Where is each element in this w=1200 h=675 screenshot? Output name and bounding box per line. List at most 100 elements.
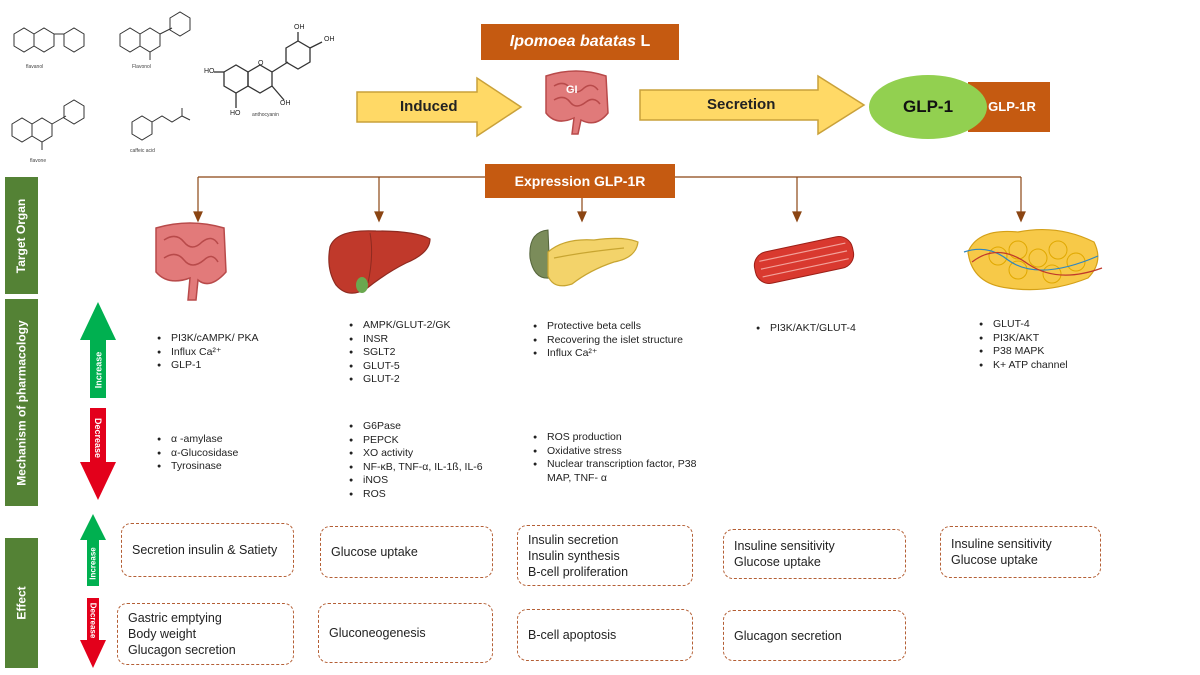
list-item: Protective beta cells — [533, 320, 683, 334]
list-item: NF-κB, TNF-α, IL-1ß, IL-6 — [349, 461, 483, 475]
mechanism-decrease-intestine: α -amylase α-Glucosidase Tyrosinase — [157, 433, 238, 474]
flavanol-structure — [13, 27, 85, 53]
list-item: SGLT2 — [349, 346, 451, 360]
effect-decrease-arrow — [80, 598, 106, 668]
list-item: Recovering the islet structure — [533, 334, 683, 348]
secretion-label: Secretion — [707, 96, 776, 113]
flavonol-label: Flavonol — [132, 64, 151, 70]
list-item: α-Glucosidase — [157, 447, 238, 461]
effect-text: Glucose uptake — [734, 555, 821, 569]
effect-decrease-text: Decrease — [88, 602, 98, 638]
plant-title: Ipomoea batatas L — [481, 24, 679, 60]
effect-increase-text: Increase — [88, 546, 98, 580]
gi-label: GI — [566, 84, 578, 96]
list-item: G6Pase — [349, 420, 483, 434]
flavanol-label: flavanol — [26, 64, 44, 70]
glp1r-label: GLP-1R — [988, 99, 1036, 114]
list-item: XO activity — [349, 447, 483, 461]
mechanism-increase-arrow — [80, 302, 116, 398]
target-organ-label: Target Organ — [14, 198, 29, 273]
effect-decrease-intestine: Gastric emptying Body weight Glucagon se… — [117, 603, 294, 665]
list-item: INSR — [349, 333, 451, 347]
effect-decrease-liver: Gluconeogenesis — [318, 603, 493, 663]
effect-text: B-cell proliferation — [528, 564, 629, 579]
anthocyanin-oh-1: OH — [280, 100, 291, 107]
mechanism-increase-adipose: GLUT-4 PI3K/AKT P38 MAPK K+ ATP channel — [979, 318, 1068, 372]
effect-increase-arrow — [80, 514, 106, 586]
mechanism-increase-intestine: PI3K/cAMPK/ PKA Influx Ca²⁺ GLP-1 — [157, 332, 259, 373]
mechanism-increase-pancreas: Protective beta cells Recovering the isl… — [533, 320, 683, 361]
plant-species: Ipomoea batatas — [509, 33, 637, 50]
mechanism-decrease-arrow — [80, 408, 116, 500]
mechanism-decrease-text: Decrease — [93, 417, 104, 459]
list-item: Influx Ca²⁺ — [157, 346, 259, 360]
caffeic-acid-structure — [131, 108, 191, 141]
effect-decrease-pancreas: B-cell apoptosis — [517, 609, 693, 661]
mechanism-increase-text: Increase — [93, 351, 103, 389]
glp1-ellipse: GLP-1 — [869, 75, 987, 139]
flavone-structure — [11, 99, 85, 150]
liver-icon — [328, 230, 431, 294]
mechanism-increase-muscle: PI3K/AKT/GLUT-4 — [756, 322, 856, 336]
list-item: PEPCK — [349, 434, 483, 448]
plant-suffix: L — [640, 33, 651, 50]
effect-text: Insulin secretion — [528, 532, 619, 547]
effect-increase-liver: Glucose uptake — [320, 526, 493, 578]
mechanism-label: Mechanism of pharmacology — [14, 319, 29, 486]
list-item: P38 MAPK — [979, 345, 1068, 359]
induced-label: Induced — [400, 98, 458, 115]
effect-text: Insulin synthesis — [528, 548, 620, 563]
adipose-icon — [963, 228, 1103, 291]
effect-increase-muscle: Insuline sensitivity Glucose uptake — [723, 529, 906, 579]
glp1r-receptor-box: GLP-1R — [968, 82, 1050, 132]
flavonol-structure — [119, 11, 191, 60]
effect-text: Glucose uptake — [331, 545, 418, 559]
effect-increase-adipose: Insuline sensitivity Glucose uptake — [940, 526, 1101, 578]
expression-connectors — [193, 176, 1026, 223]
sidebar-target-organ: Target Organ — [5, 177, 38, 294]
list-item: K+ ATP channel — [979, 359, 1068, 373]
secretion-arrow — [639, 74, 866, 136]
effect-text: Gastric emptying — [128, 611, 222, 625]
gi-intestine-icon — [545, 70, 609, 135]
list-item: PI3K/AKT/GLUT-4 — [756, 322, 856, 336]
list-item: iNOS — [349, 474, 483, 488]
effect-text: Glucagon secretion — [734, 628, 842, 643]
effect-text: Insuline sensitivity — [734, 539, 835, 553]
mechanism-decrease-pancreas: ROS production Oxidative stress Nuclear … — [533, 431, 707, 485]
pancreas-icon — [529, 229, 639, 287]
intestine-icon — [155, 222, 227, 301]
anthocyanin-ho-2: HO — [230, 110, 241, 117]
effect-text: B-cell apoptosis — [528, 628, 617, 642]
effect-text: Gluconeogenesis — [329, 626, 426, 640]
anthocyanin-label: anthocyanin — [252, 112, 279, 118]
effect-increase-pancreas: Insulin secretion Insulin synthesis B-ce… — [517, 525, 693, 586]
effect-decrease-muscle: Glucagon secretion — [723, 610, 906, 661]
effect-text: Insuline sensitivity — [951, 537, 1052, 551]
expression-glp1r-label: Expression GLP-1R — [514, 173, 646, 189]
list-item: Oxidative stress — [533, 445, 707, 459]
effect-text: Glucagon secretion — [128, 643, 236, 657]
list-item: GLUT-4 — [979, 318, 1068, 332]
anthocyanin-o-plus: O — [258, 60, 264, 67]
list-item: GLUT-5 — [349, 360, 451, 374]
effect-text: Secretion insulin & Satiety — [132, 543, 278, 557]
list-item: α -amylase — [157, 433, 238, 447]
induced-arrow — [356, 76, 523, 138]
list-item: AMPK/GLUT-2/GK — [349, 319, 450, 333]
muscle-icon — [753, 236, 855, 284]
glp1-label: GLP-1 — [902, 97, 954, 116]
anthocyanin-ho-1: HO — [204, 68, 215, 75]
list-item: PI3K/cAMPK/ PKA — [157, 332, 258, 346]
sidebar-effect: Effect — [5, 538, 38, 668]
effect-increase-intestine: Secretion insulin & Satiety — [121, 523, 294, 577]
list-item: Nuclear transcription factor, P38 MAP, T… — [533, 458, 707, 485]
effect-text: Glucose uptake — [951, 553, 1038, 567]
list-item: GLUT-2 — [349, 373, 451, 387]
expression-glp1r-box: Expression GLP-1R — [485, 164, 675, 198]
list-item: ROS — [349, 488, 483, 502]
mechanism-decrease-liver: G6Pase PEPCK XO activity NF-κB, TNF-α, I… — [349, 420, 483, 501]
flavone-label: flavone — [30, 158, 47, 164]
effect-text: Body weight — [128, 627, 197, 641]
sidebar-mechanism: Mechanism of pharmacology — [5, 299, 38, 506]
